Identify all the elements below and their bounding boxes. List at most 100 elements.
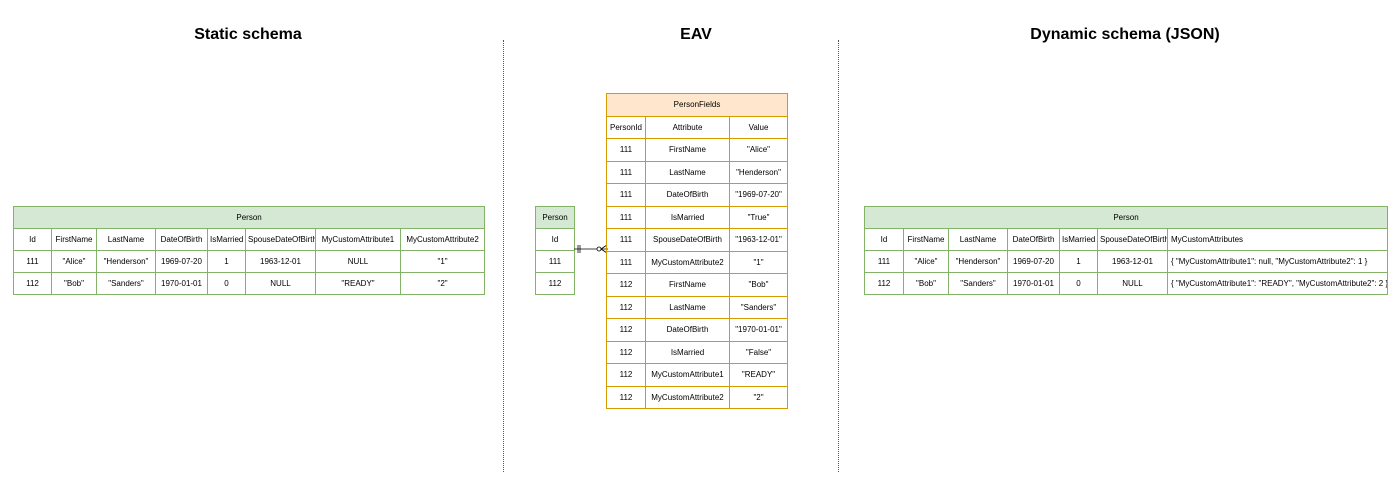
column-header: IsMarried [1059, 228, 1098, 251]
table-cell: NULL [1097, 272, 1168, 295]
table-cell: "Sanders" [96, 272, 156, 295]
table-cell: "READY" [728, 363, 789, 387]
column-header: MyCustomAttributes [1166, 228, 1389, 251]
column-header: Id [864, 228, 904, 251]
table-cell: NULL [315, 250, 401, 273]
table-cell: 112 [535, 272, 575, 295]
column-header: PersonId [606, 115, 646, 139]
table-cell: "False" [728, 340, 789, 364]
table-cell: "Sanders" [948, 272, 1008, 295]
table-cell: LastName [645, 160, 730, 184]
table-title: Person [863, 206, 1389, 229]
column-header: IsMarried [207, 228, 246, 251]
column-header: FirstName [903, 228, 949, 251]
table-cell: "Bob" [903, 272, 949, 295]
static-person-table: Person Id FirstName LastName DateOfBirth… [12, 206, 486, 295]
eav-person-table: Person Id 111 112 [535, 206, 575, 295]
table-cell: "1" [399, 250, 486, 273]
table-header-row: Id FirstName LastName DateOfBirth IsMarr… [13, 228, 486, 251]
table-row: 112 [535, 272, 575, 295]
table-cell: 111 [606, 138, 646, 162]
table-title: PersonFields [605, 93, 789, 117]
table-cell: IsMarried [645, 205, 730, 229]
table-cell: 112 [606, 273, 646, 297]
table-cell: 1963-12-01 [245, 250, 316, 273]
column-header: Value [728, 115, 789, 139]
table-cell: LastName [645, 295, 730, 319]
column-header: FirstName [51, 228, 97, 251]
table-cell: 112 [606, 318, 646, 342]
table-cell: 111 [606, 160, 646, 184]
table-cell: "Bob" [51, 272, 97, 295]
table-cell: 112 [606, 385, 646, 409]
table-cell: "Alice" [728, 138, 789, 162]
table-cell: SpouseDateOfBirth [645, 228, 730, 252]
dynamic-person-table: Person Id FirstName LastName DateOfBirth… [863, 206, 1389, 295]
table-cell: 112 [606, 363, 646, 387]
table-cell: FirstName [645, 138, 730, 162]
table-cell: MyCustomAttribute2 [645, 250, 730, 274]
table-cell: 1 [207, 250, 246, 273]
table-cell: "2" [728, 385, 789, 409]
table-cell: 111 [606, 205, 646, 229]
table-cell: 111 [535, 250, 575, 273]
table-row: 111 "Alice" "Henderson" 1969-07-20 1 196… [864, 250, 1389, 273]
eav-title: EAV [680, 26, 712, 43]
column-header: SpouseDateOfBirth [245, 228, 316, 251]
table-cell: 111 [864, 250, 904, 273]
one-to-many-connector [574, 244, 608, 254]
column-header: MyCustomAttribute2 [399, 228, 486, 251]
column-header: SpouseDateOfBirth [1097, 228, 1168, 251]
table-cell: { "MyCustomAttribute1": "READY", "MyCust… [1166, 272, 1389, 295]
table-cell: 111 [13, 250, 52, 273]
table-cell: 0 [207, 272, 246, 295]
table-cell: "Sanders" [728, 295, 789, 319]
column-header: DateOfBirth [155, 228, 208, 251]
divider-left [503, 40, 504, 472]
column-header: LastName [948, 228, 1008, 251]
table-cell: "2" [399, 272, 486, 295]
table-cell: "1970-01-01" [728, 318, 789, 342]
table-header-row: PersonId Attribute Value [606, 115, 789, 139]
dynamic-schema-title: Dynamic schema (JSON) [1030, 26, 1220, 43]
table-header-row: Id FirstName LastName DateOfBirth IsMarr… [864, 228, 1389, 251]
table-cell: 111 [606, 183, 646, 207]
table-cell: "True" [728, 205, 789, 229]
table-cell: FirstName [645, 273, 730, 297]
table-cell: 111 [606, 228, 646, 252]
table-cell: 112 [606, 295, 646, 319]
eav-personfields-table: PersonFields PersonId Attribute Value 11… [605, 93, 789, 409]
table-header-row: Id [535, 228, 575, 251]
table-cell: "1969-07-20" [728, 183, 789, 207]
table-cell: "1" [728, 250, 789, 274]
table-cell: DateOfBirth [645, 183, 730, 207]
table-cell: "READY" [315, 272, 401, 295]
table-cell: NULL [245, 272, 316, 295]
table-cell: "Alice" [51, 250, 97, 273]
table-cell: 112 [13, 272, 52, 295]
column-header: DateOfBirth [1007, 228, 1060, 251]
table-cell: IsMarried [645, 340, 730, 364]
column-header: LastName [96, 228, 156, 251]
column-header: Attribute [645, 115, 730, 139]
table-cell: "Henderson" [96, 250, 156, 273]
table-row: 111 [535, 250, 575, 273]
column-header: Id [13, 228, 52, 251]
table-cell: 111 [606, 250, 646, 274]
table-cell: 112 [606, 340, 646, 364]
table-cell: DateOfBirth [645, 318, 730, 342]
table-cell: MyCustomAttribute2 [645, 385, 730, 409]
table-cell: "Henderson" [728, 160, 789, 184]
table-row: 112 "Bob" "Sanders" 1970-01-01 0 NULL "R… [13, 272, 486, 295]
